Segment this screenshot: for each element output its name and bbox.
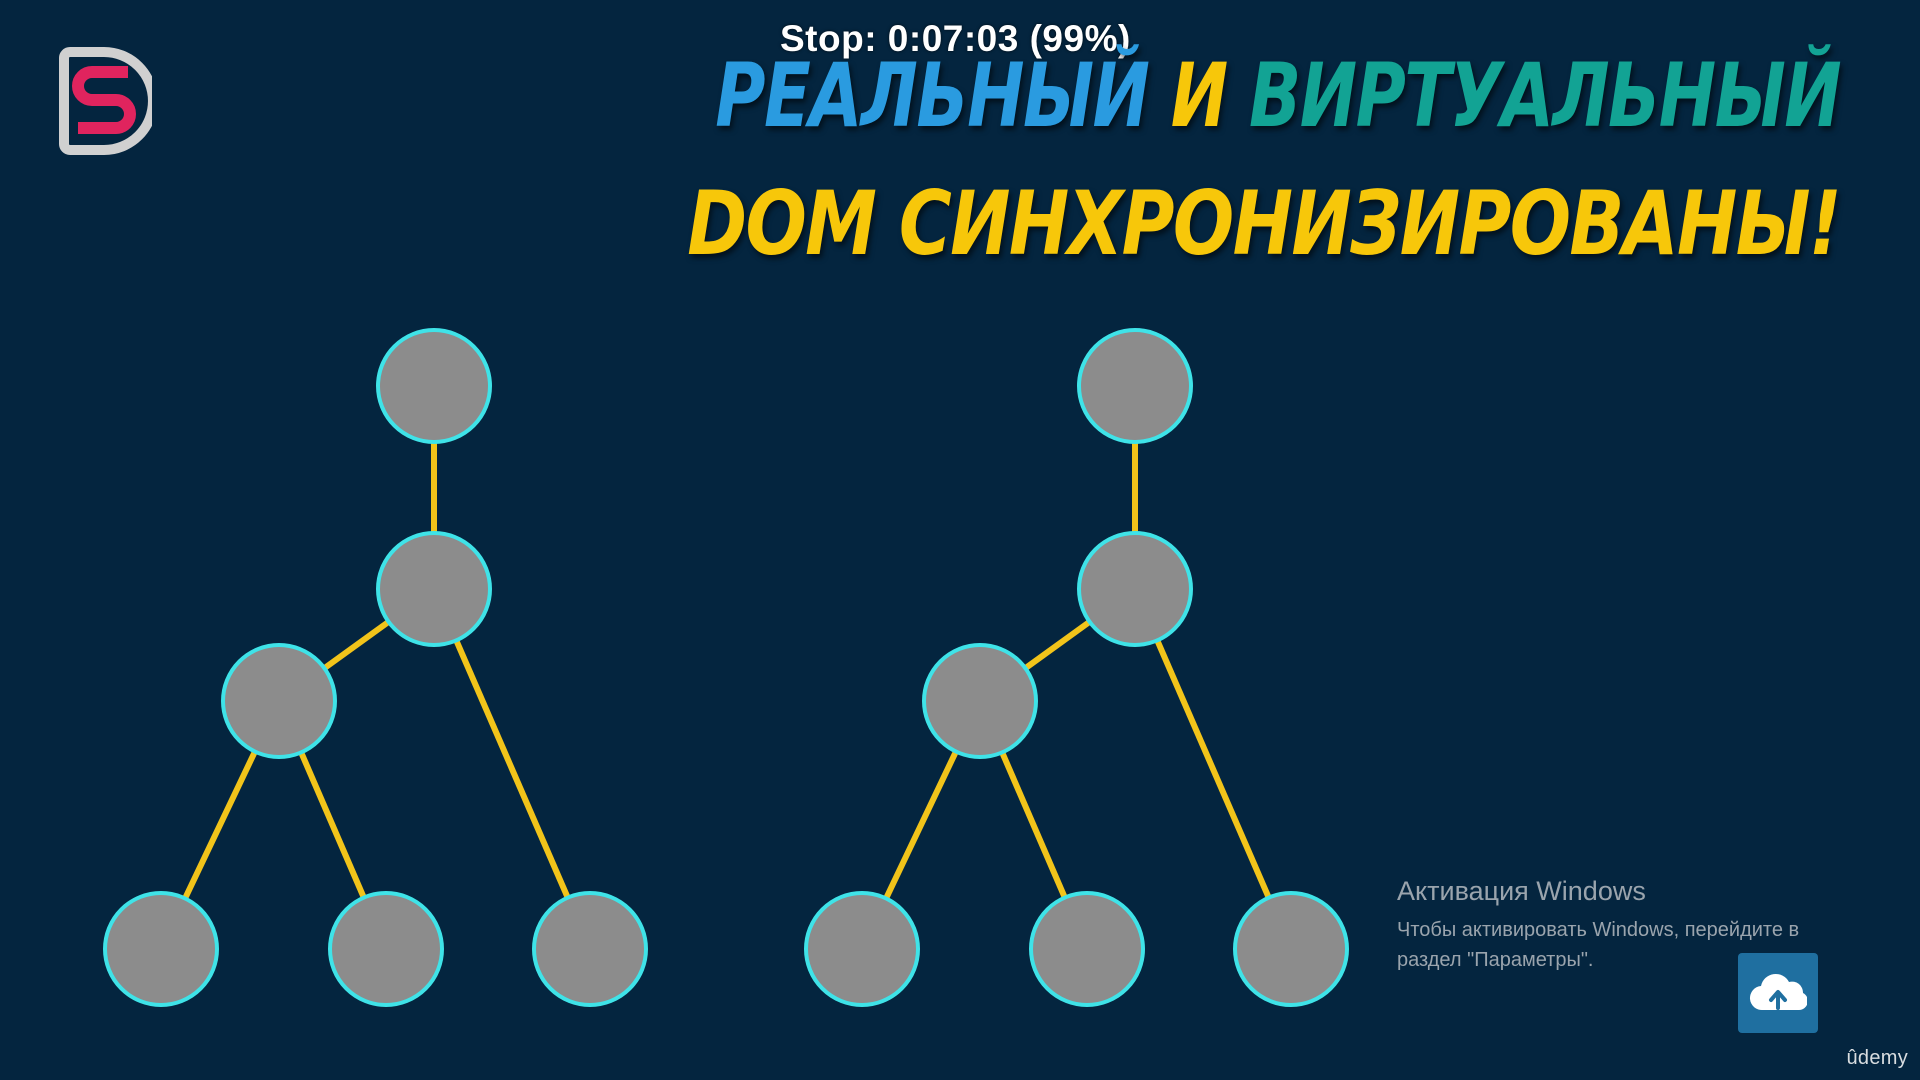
- activation-text: Чтобы активировать Windows, перейдите в …: [1397, 919, 1800, 971]
- headline-word-and: И: [1170, 44, 1228, 147]
- tree-left-node: [103, 891, 219, 1007]
- tree-left-node: [376, 328, 492, 444]
- tree-right-node: [1233, 891, 1349, 1007]
- windows-activation-notice: Активация Windows Чтобы активировать Win…: [1397, 876, 1857, 975]
- tree-right-node: [1029, 891, 1145, 1007]
- tree-left-edge: [431, 587, 593, 951]
- tree-left-node: [328, 891, 444, 1007]
- cloud-upload-button[interactable]: [1738, 953, 1818, 1033]
- cloud-upload-icon: [1750, 973, 1807, 1011]
- ds-logo-icon: [59, 47, 152, 155]
- headline-word-real: РЕАЛЬНЫЙ: [715, 44, 1150, 147]
- tree-right-edge: [1132, 587, 1294, 951]
- recording-stop-timer: Stop: 0:07:03 (99%): [780, 18, 1131, 59]
- headline-line-2: DOM СИНХРОНИЗИРОВАНЫ!: [687, 172, 1842, 275]
- tree-left-node: [532, 891, 648, 1007]
- slide-headline: РЕАЛЬНЫЙ И ВИРТУАЛЬНЫЙ DOM СИНХРОНИЗИРОВ…: [398, 52, 1842, 275]
- tree-right-node: [1077, 328, 1193, 444]
- tree-right: [804, 328, 1349, 1007]
- headline-word-virtual: ВИРТУАЛЬНЫЙ: [1248, 44, 1842, 147]
- tree-right-node: [922, 643, 1038, 759]
- headline-line-1: РЕАЛЬНЫЙ И ВИРТУАЛЬНЫЙ: [715, 52, 1841, 140]
- tree-left-node: [221, 643, 337, 759]
- tree-right-node: [1077, 531, 1193, 647]
- tree-right-node: [804, 891, 920, 1007]
- udemy-watermark: ûdemy: [1846, 1047, 1908, 1069]
- tree-left: [103, 328, 648, 1007]
- tree-left-node: [376, 531, 492, 647]
- activation-title: Активация Windows: [1397, 876, 1646, 906]
